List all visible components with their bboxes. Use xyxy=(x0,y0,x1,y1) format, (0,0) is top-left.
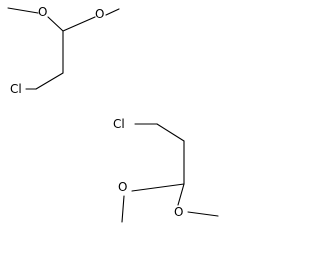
atom-oxygen-2: O xyxy=(95,7,104,21)
bond-o1-c1 xyxy=(47,16,64,32)
molecule-top: O O Cl xyxy=(7,5,120,96)
structure-canvas: O O Cl Cl O O xyxy=(7,5,219,223)
atom-oxygen-1: O xyxy=(118,180,127,194)
bond-c1-o1 xyxy=(131,183,185,192)
bond-c1-o2 xyxy=(177,183,185,206)
bond-o1-me1 xyxy=(121,195,125,223)
molecule-bottom: Cl O O xyxy=(113,117,219,223)
bond-c1-o2 xyxy=(62,16,96,32)
bond-c2-c3 xyxy=(35,72,64,90)
bond-o2-me2 xyxy=(187,211,219,217)
atom-oxygen-1: O xyxy=(38,5,47,19)
bond-o2-me2 xyxy=(105,8,120,16)
bond-c3-c2 xyxy=(156,123,185,142)
atom-chlorine: Cl xyxy=(113,117,125,131)
bond-me1-o1 xyxy=(7,7,39,14)
atom-oxygen-2: O xyxy=(174,205,183,219)
atom-chlorine: Cl xyxy=(10,82,22,96)
